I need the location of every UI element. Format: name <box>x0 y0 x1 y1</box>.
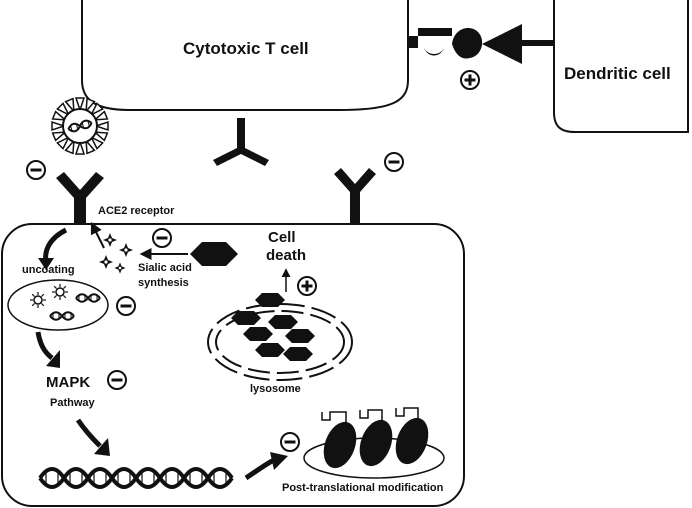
t-cell-receptor <box>213 118 269 166</box>
virion-icon <box>29 291 47 309</box>
cell-death-activate-icon <box>297 276 317 296</box>
ace2-receptor-right <box>334 168 376 226</box>
t-cell-dendritic-synapse <box>408 24 554 64</box>
ace2-receptor-label: ACE2 receptor <box>98 205 175 217</box>
sialic-acid-label-line2: synthesis <box>138 277 189 289</box>
ace2-receptor-left <box>56 172 104 226</box>
to-mapk-arrow <box>35 331 54 360</box>
dna-helix-icon <box>38 467 234 489</box>
to-ptm-arrow <box>244 457 276 481</box>
sialic-to-receptor-arrow <box>90 221 105 249</box>
synapse-activation-icon <box>460 70 480 90</box>
lysosome-inner-membrane <box>215 310 345 374</box>
dendritic-cell-label: Dendritic cell <box>564 64 671 83</box>
uncoating-label: uncoating <box>22 264 75 276</box>
sialic-acid-label-line1: Sialic acid <box>138 262 192 274</box>
receptor-inhibit-icon <box>384 152 404 172</box>
cell-death-label-line2: death <box>266 247 307 264</box>
coronavirus-icon <box>51 97 109 155</box>
dendritic-cell-shape <box>553 0 689 133</box>
mapk-label-line2: Pathway <box>50 397 95 409</box>
lysosome-label: lysosome <box>250 383 301 395</box>
virion-icon <box>51 283 69 301</box>
uncoating-inhibit-icon <box>116 296 136 316</box>
mapk-inhibit-icon <box>107 370 127 390</box>
post-translational-label: Post-translational modification <box>282 482 444 494</box>
sialic-inhibit-icon <box>152 228 172 248</box>
virus-binding-inhibit-icon <box>26 160 46 180</box>
mapk-label-line1: MAPK <box>46 374 91 391</box>
modified-protein-group <box>321 407 429 469</box>
to-dna-arrow <box>75 418 102 448</box>
viral-content-ellipse <box>7 279 109 331</box>
cytotoxic-t-cell-label: Cytotoxic T cell <box>183 39 309 58</box>
cytotoxic-t-cell-shape <box>81 0 409 111</box>
cell-death-label-line1: Cell <box>268 229 296 246</box>
ptm-inhibit-icon <box>280 432 300 452</box>
inhibitor-drug-hexagon <box>190 242 238 266</box>
